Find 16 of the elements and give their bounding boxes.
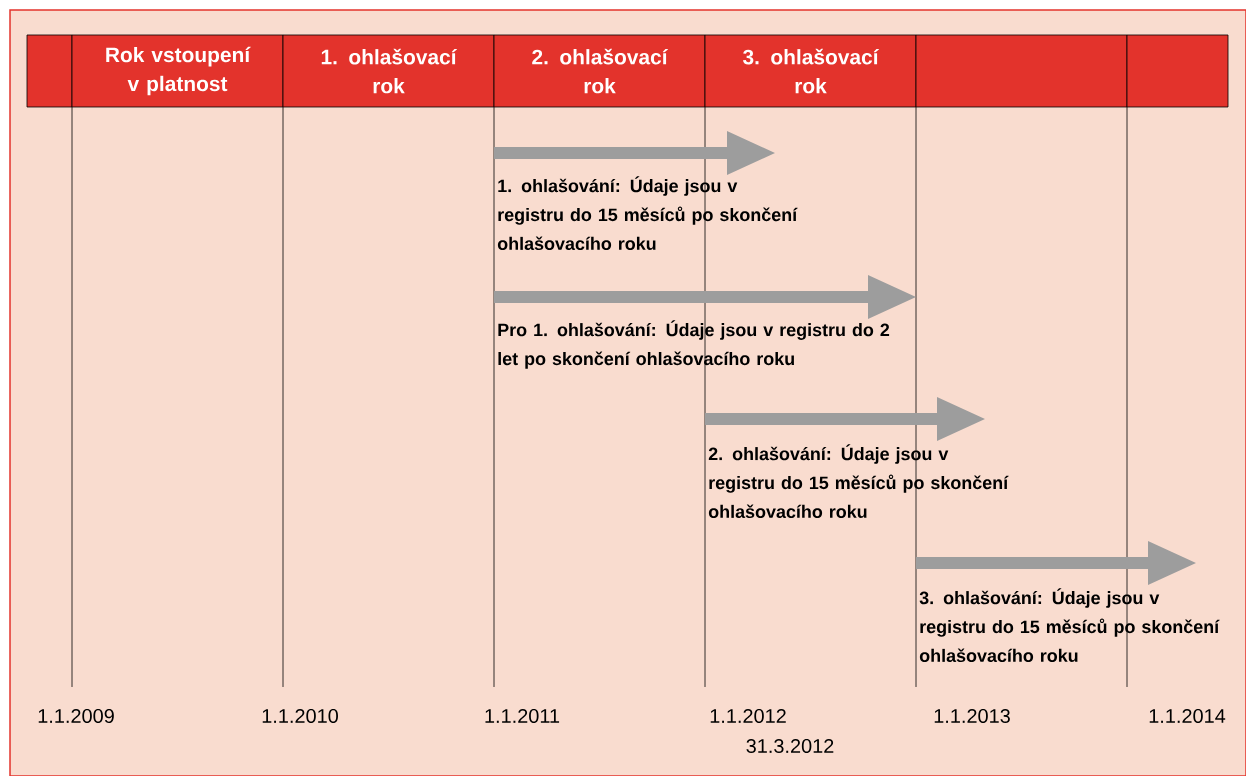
date-label: 1.1.2009 xyxy=(38,708,114,724)
note-text: 1. ohlašování: Údaje jsou v registru do 15 měsíců po skončení ohlašovacího roku xyxy=(497,176,798,251)
header-cell xyxy=(26,34,73,108)
date-label: 1.1.2014 xyxy=(1149,708,1226,724)
date-label: 1.1.2012 xyxy=(710,708,786,724)
date-label: 1.1.2011 xyxy=(485,708,560,724)
header-cell: 1. ohlašovací rok xyxy=(282,34,495,108)
date-label: 31.3.2012 xyxy=(746,738,834,754)
date-label: 1.1.2013 xyxy=(934,708,1010,724)
header-cell: 3. ohlašovací rok xyxy=(704,34,917,108)
note-text: 2. ohlašování: Údaje jsou v registru do 15 měsíců po skončení ohlašovacího roku xyxy=(708,444,1009,519)
note-text: Pro 1. ohlašování: Údaje jsou v registru do 2 let po skončení ohlašovacího roku xyxy=(498,320,890,369)
date-label: 1.1.2010 xyxy=(262,708,338,724)
header-cell: 2. ohlašovací rok xyxy=(493,34,706,108)
header-cell xyxy=(1126,34,1229,108)
note-text: 3. ohlašování: Údaje jsou v registru do 15 měsíců po skončení ohlašovacího roku xyxy=(919,588,1220,663)
